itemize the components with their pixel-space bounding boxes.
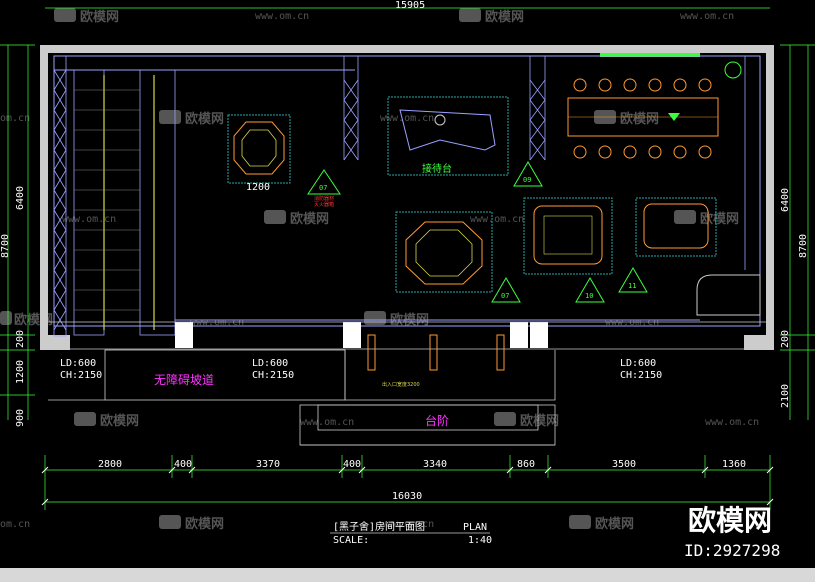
display-island-right-b bbox=[635, 197, 717, 257]
watermark-url: om.cn bbox=[0, 519, 30, 530]
door-note-ch: CH:2150 bbox=[60, 370, 102, 381]
watermark-brand: 欧模网 bbox=[100, 413, 139, 429]
watermark-url: om.cn bbox=[0, 113, 30, 124]
door-note-ld: LD:600 bbox=[620, 358, 656, 369]
watermark-mark: 欧模网 bbox=[459, 8, 524, 25]
watermark-brand: 欧模网 bbox=[520, 413, 559, 429]
dimension-left: 6400 bbox=[15, 186, 26, 210]
watermark-url: www.om.cn bbox=[605, 317, 659, 328]
shelf-rows bbox=[74, 89, 140, 311]
door-note-ld: LD:600 bbox=[252, 358, 288, 369]
dimension-right: 200 bbox=[780, 330, 791, 348]
plan-label: PLAN bbox=[463, 522, 487, 533]
watermark-mark: 欧模网 bbox=[569, 515, 634, 532]
watermark-mark: 欧模网 bbox=[159, 515, 224, 532]
watermark-url: www.om.cn bbox=[380, 519, 434, 530]
scale-label: SCALE: bbox=[333, 535, 369, 546]
watermark-url: www.om.cn bbox=[680, 11, 734, 22]
watermark-mark: 欧模网 bbox=[264, 210, 329, 227]
watermark-url: www.om.cn bbox=[190, 317, 244, 328]
watermark-url: www.om.cn bbox=[380, 113, 434, 124]
dimension-segment: 2800 bbox=[98, 459, 122, 470]
watermark-brand: 欧模网 bbox=[620, 111, 659, 127]
dimension-left: 900 bbox=[15, 409, 26, 427]
drawing-title: [黑子舍]房间平面图 bbox=[333, 520, 425, 533]
dimension-left: 200 bbox=[15, 330, 26, 348]
section-tag: 10 bbox=[585, 292, 593, 300]
shelf-products bbox=[103, 75, 155, 330]
watermark-brand: 欧模网 bbox=[185, 111, 224, 127]
dimension-ticks bbox=[41, 466, 774, 506]
watermark-brand: 欧模网 bbox=[595, 516, 634, 532]
section-tag: 07 bbox=[319, 184, 327, 192]
section-tag: 09 bbox=[523, 176, 531, 184]
dimension-left: 1200 bbox=[15, 360, 26, 384]
dimension-segment: 3370 bbox=[256, 459, 280, 470]
watermark-mark: 欧模网 bbox=[159, 110, 224, 127]
dimension-right: 2100 bbox=[780, 384, 791, 408]
section-markers bbox=[307, 161, 648, 303]
watermark-url: www.om.cn bbox=[300, 417, 354, 428]
dimension-segment: 860 bbox=[517, 459, 535, 470]
watermark-brand: 欧模网 bbox=[80, 9, 119, 25]
ramp-label: 无障碍坡道 bbox=[154, 372, 214, 387]
display-shelves bbox=[53, 55, 761, 337]
exterior-walls bbox=[40, 45, 774, 350]
fire-equipment-note: 消防器材 bbox=[314, 195, 334, 202]
fire-equipment-note: 灭火器箱 bbox=[314, 201, 334, 208]
status-strip bbox=[0, 568, 815, 582]
dimension-segment: 3500 bbox=[612, 459, 636, 470]
watermark-mark: 欧模网 bbox=[674, 210, 739, 227]
dimension-top-total: 15905 bbox=[395, 0, 425, 11]
watermark-url: www.om.cn bbox=[705, 417, 759, 428]
steps-label: 台阶 bbox=[425, 413, 449, 428]
brand-id: ID:2927298 bbox=[684, 541, 780, 560]
brand-stamp: 欧模网 ID:2927298 bbox=[684, 504, 780, 560]
watermark-mark: 欧模网 bbox=[74, 412, 139, 429]
door-note-ch: CH:2150 bbox=[252, 370, 294, 381]
watermark-brand: 欧模网 bbox=[485, 9, 524, 25]
display-island-right-a bbox=[523, 197, 613, 275]
door-note-ld: LD:600 bbox=[60, 358, 96, 369]
dimension-segment: 400 bbox=[343, 459, 361, 470]
watermark-brand: 欧模网 bbox=[700, 211, 739, 227]
section-tag: 07 bbox=[501, 292, 509, 300]
watermark-mark: 欧模网 bbox=[494, 412, 559, 429]
dimension-label: 1200 bbox=[246, 182, 270, 193]
dimension-right: 8700 bbox=[798, 234, 809, 258]
reception-label: 接待台 bbox=[422, 162, 452, 175]
dimension-lines bbox=[0, 7, 815, 510]
dimension-segment: 400 bbox=[174, 459, 192, 470]
watermark-brand: 欧模网 bbox=[185, 516, 224, 532]
title-block: [黑子舍]房间平面图 SCALE: PLAN 1:40 bbox=[330, 520, 492, 546]
dimension-right: 6400 bbox=[780, 188, 791, 212]
watermark-url: www.om.cn bbox=[470, 214, 524, 225]
watermark-mark: 欧模网 bbox=[54, 8, 119, 25]
dimension-segment: 1360 bbox=[722, 459, 746, 470]
dimension-segment: 3340 bbox=[423, 459, 447, 470]
dimension-left: 8700 bbox=[0, 234, 11, 258]
dimension-bottom-total: 16030 bbox=[392, 491, 422, 502]
reception-area bbox=[387, 96, 509, 176]
watermark-url: www.om.cn bbox=[255, 11, 309, 22]
watermark-url: www.om.cn bbox=[62, 214, 116, 225]
watermark-brand: 欧模网 bbox=[290, 211, 329, 227]
kiosk bbox=[696, 274, 761, 316]
display-island-large bbox=[395, 211, 493, 293]
front-facade bbox=[48, 321, 766, 371]
brand-name: 欧模网 bbox=[688, 504, 772, 537]
entrance-width-label: 出入口宽度3200 bbox=[382, 381, 420, 388]
watermark-mark: 欧模网 bbox=[594, 110, 659, 127]
scale-value: 1:40 bbox=[468, 535, 492, 546]
door-note-ch: CH:2150 bbox=[620, 370, 662, 381]
ramp-and-steps bbox=[48, 349, 556, 446]
section-tag: 11 bbox=[628, 282, 636, 290]
display-island-small bbox=[227, 114, 291, 184]
conference-table bbox=[567, 61, 742, 159]
